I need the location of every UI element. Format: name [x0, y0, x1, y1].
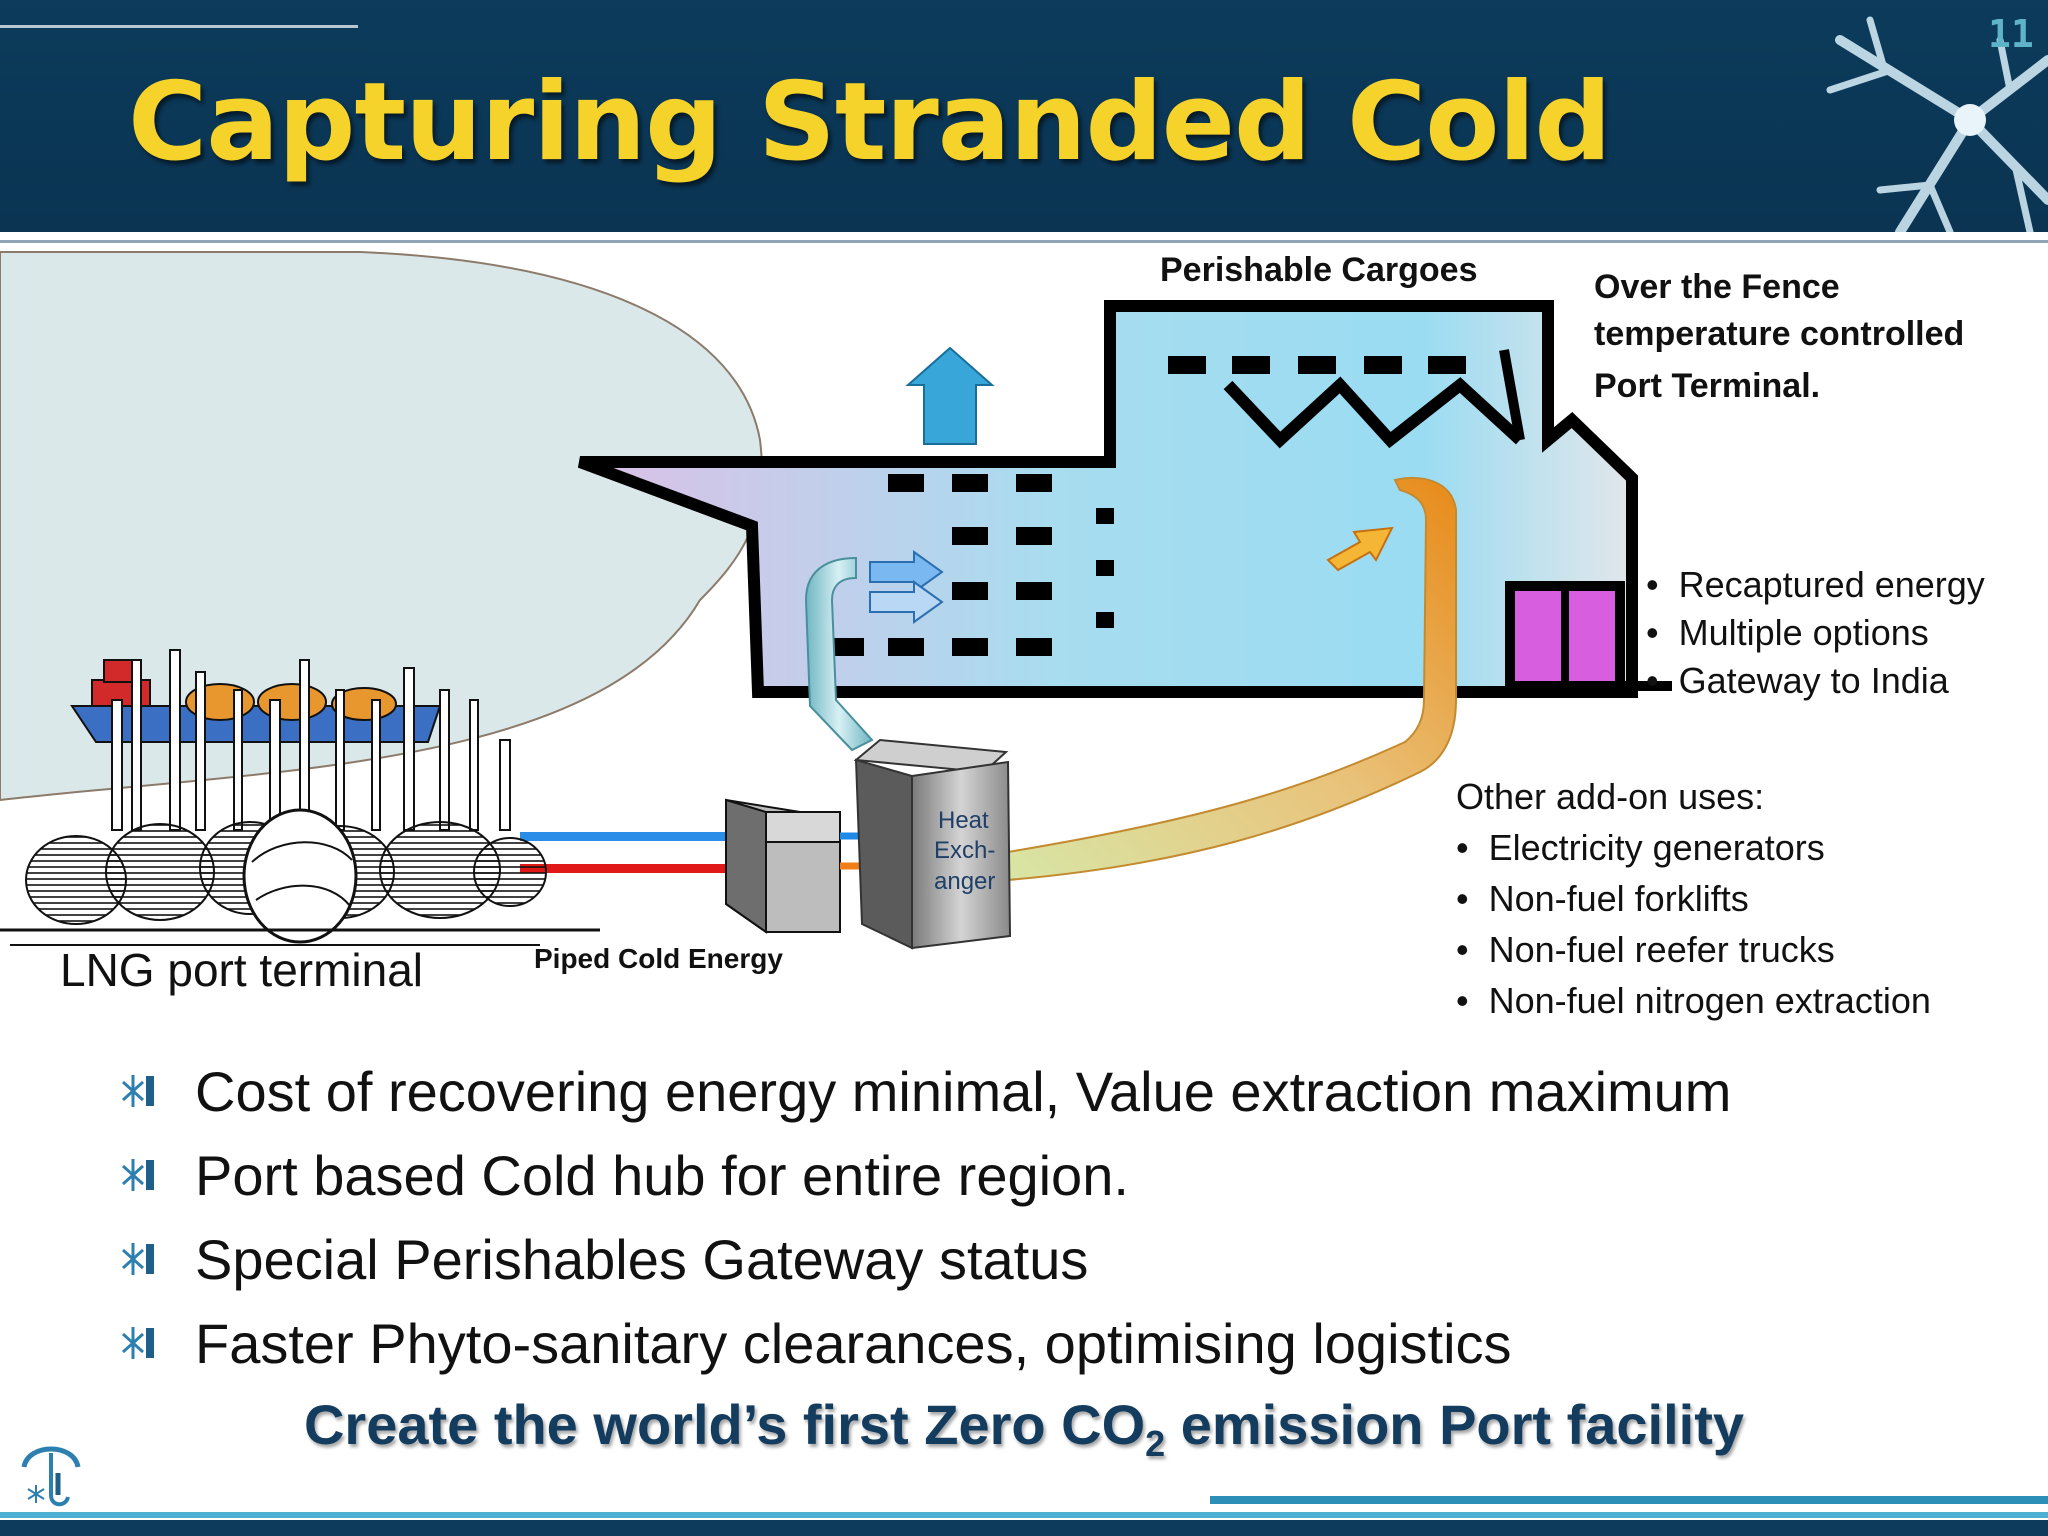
cold-capture-diagram: Perishable Cargoes Over the Fence temper… [0, 243, 2048, 1043]
terminal-benefit-item: • Recaptured energy [1646, 564, 1985, 605]
up-arrow [905, 346, 995, 445]
snowflake-bullet-icon [121, 1327, 154, 1359]
key-point-item: Faster Phyto-sanitary clearances, optimi… [120, 1302, 2000, 1386]
terminal-benefit-item: • Multiple options [1646, 612, 1929, 653]
piped-cold-energy-label: Piped Cold Energy [534, 943, 783, 974]
cold-pipe [804, 556, 874, 752]
footer-accent-line [0, 1512, 2048, 1518]
lng-terminal-illustration [0, 649, 600, 946]
snowflake-bullet-icon [121, 1159, 154, 1191]
blue-pipe [520, 832, 730, 841]
warm-flow-arrow [1326, 526, 1394, 572]
diagram-graphics [0, 251, 1672, 950]
cold-flow-arrow [869, 550, 944, 594]
key-points-list: Cost of recovering energy minimal, Value… [120, 1050, 2000, 1386]
addon-use-item: • Electricity generators [1456, 827, 1825, 868]
key-point-item: Special Perishables Gateway status [120, 1218, 2000, 1302]
warm-pipe [1007, 476, 1457, 882]
heat-exchanger-label-line2: Exch- [934, 837, 996, 864]
slide-number: 11 [1988, 12, 2034, 56]
cloud-backdrop [0, 251, 763, 802]
footer-bar [0, 1520, 2048, 1536]
key-point-item: Cost of recovering energy minimal, Value… [120, 1050, 2000, 1134]
key-point-text: Faster Phyto-sanitary clearances, optimi… [195, 1312, 1512, 1375]
heat-exchanger [853, 738, 1012, 950]
cta-prefix: Create the world’s first Zero CO [303, 1393, 1146, 1456]
heat-exchanger-label-line3: anger [934, 868, 996, 895]
terminal-description-line3: Port Terminal. [1594, 367, 1821, 405]
header-divider [0, 232, 2048, 238]
key-point-text: Special Perishables Gateway status [195, 1228, 1089, 1291]
addon-use-item: • Non-fuel reefer trucks [1456, 929, 1835, 970]
key-point-text: Port based Cold hub for entire region. [195, 1144, 1129, 1207]
slide-title: Capturing Stranded Cold [128, 60, 1612, 185]
pump-unit [725, 798, 841, 934]
addon-uses-title: Other add-on uses: [1456, 776, 1765, 817]
footer-accent-bar [1210, 1496, 2048, 1504]
call-to-action: Create the world’s first Zero CO2 emissi… [0, 1392, 2048, 1465]
cta-subscript: 2 [1145, 1423, 1166, 1465]
snowflake-icon [1826, 16, 2048, 232]
key-point-item: Port based Cold hub for entire region. [120, 1134, 2000, 1218]
header-rule [0, 25, 358, 28]
addon-use-item: • Non-fuel nitrogen extraction [1456, 980, 1931, 1021]
snowflake-bullet-icon [121, 1075, 154, 1107]
terminal-description-line1: Over the Fence [1594, 268, 1840, 306]
terminal-building [577, 300, 1638, 698]
perishable-cargoes-label: Perishable Cargoes [1160, 251, 1478, 289]
addon-use-item: • Non-fuel forklifts [1456, 878, 1749, 919]
snowflake-bullet-icon [121, 1243, 154, 1275]
roof-sawtooth [1223, 376, 1525, 449]
red-pipe [520, 864, 730, 873]
cta-suffix: emission Port facility [1165, 1393, 1745, 1456]
terminal-description-line2: temperature controlled [1594, 315, 1965, 353]
organization-logo-icon [21, 1446, 81, 1507]
terminal-benefit-item: • Gateway to India [1646, 660, 1949, 701]
building-windows [828, 356, 1466, 656]
slide-header: Capturing Stranded Cold 11 [0, 0, 2048, 232]
heat-exchanger-label-line1: Heat [938, 807, 989, 834]
key-point-text: Cost of recovering energy minimal, Value… [195, 1060, 1732, 1123]
header-divider-line [0, 240, 2048, 243]
lng-port-terminal-label: LNG port terminal [60, 944, 424, 996]
